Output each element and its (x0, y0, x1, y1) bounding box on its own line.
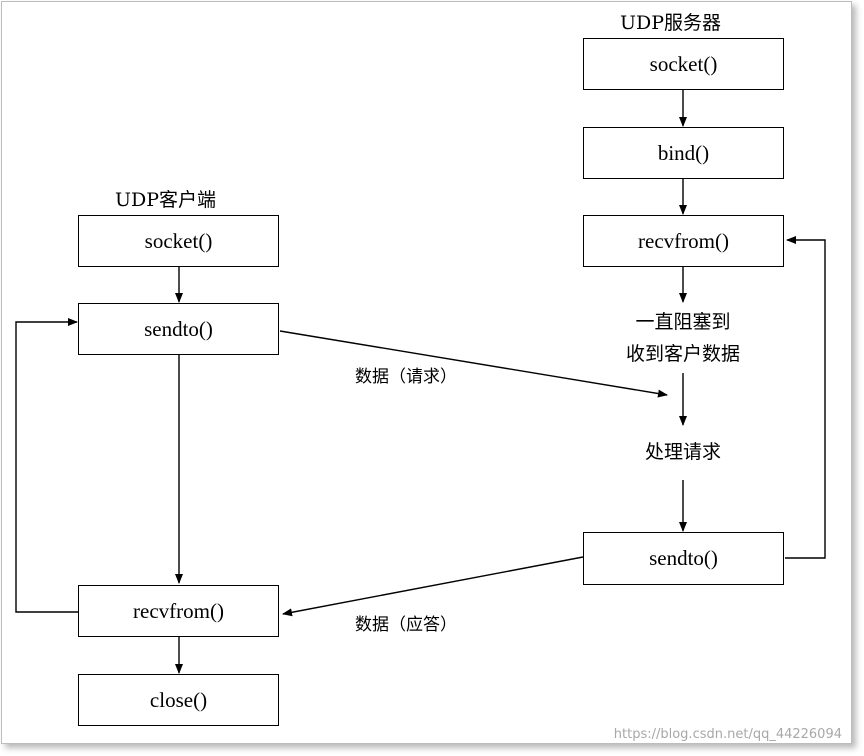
request-data-label: 数据（请求） (355, 367, 457, 387)
arrow-client-loop-back (15, 318, 79, 613)
server-title: UDP服务器 (620, 12, 722, 34)
server-blocked-line2: 收到客户数据 (625, 343, 740, 365)
client-socket-box: socket() (78, 215, 279, 267)
client-title: UDP客户端 (115, 189, 217, 211)
server-bind-box: bind() (583, 127, 784, 179)
client-close-box: close() (78, 674, 279, 726)
client-sendto-box: sendto() (78, 303, 279, 355)
watermark: https://blog.csdn.net/qq_44226094 (613, 727, 842, 742)
arrow-request-data (279, 330, 668, 398)
server-blocked-line1: 一直阻塞到 (635, 311, 731, 333)
arrow-server-loop-back (785, 236, 826, 559)
server-blocked-note: 一直阻塞到 收到客户数据 (603, 306, 763, 370)
client-recvfrom-box: recvfrom() (78, 585, 279, 637)
reply-data-label: 数据（应答） (355, 615, 457, 635)
server-recvfrom-box: recvfrom() (583, 215, 784, 267)
arrow-reply-data (282, 556, 584, 617)
server-process-note: 处理请求 (644, 441, 721, 463)
server-sendto-box: sendto() (583, 532, 784, 585)
server-socket-box: socket() (583, 38, 784, 90)
